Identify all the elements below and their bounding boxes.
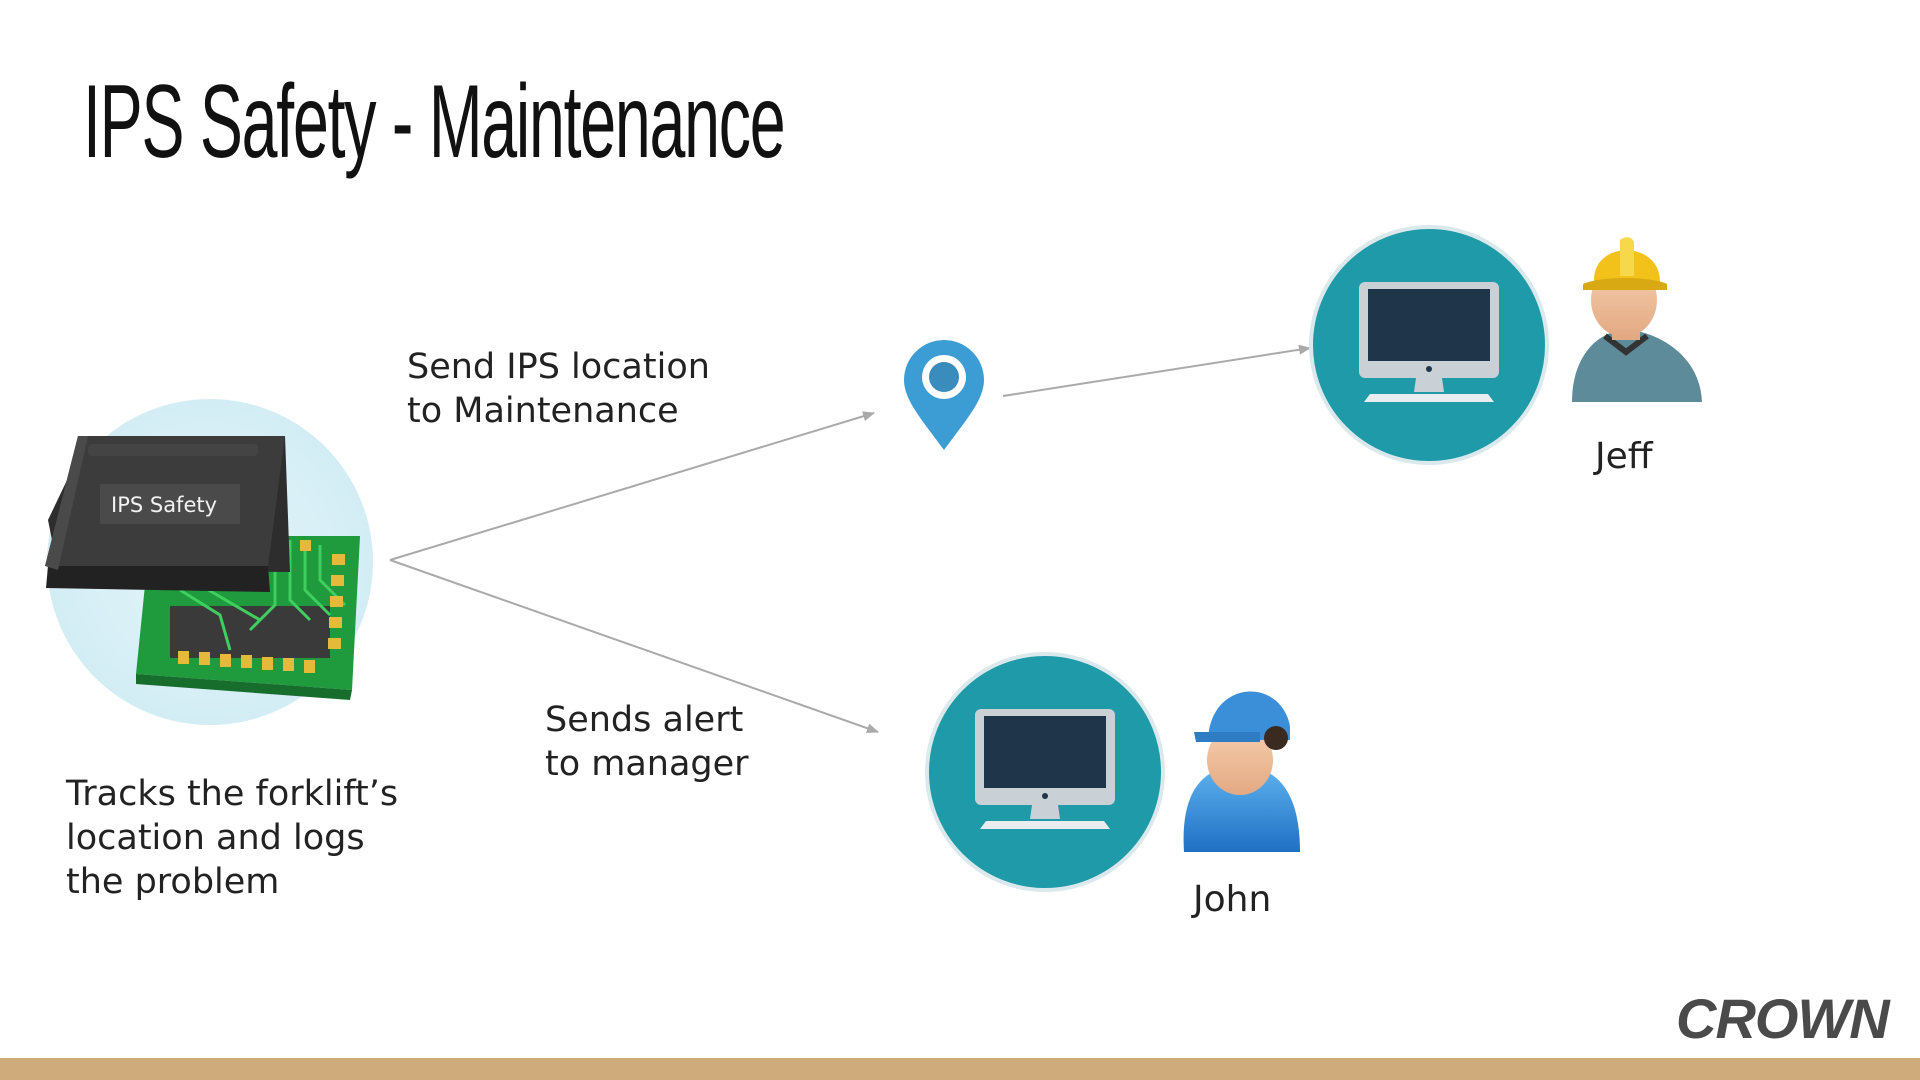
location-pin-icon [904, 340, 984, 450]
caption-send-location: Send IPS location to Maintenance [407, 345, 710, 433]
caption-line: Sends alert [545, 700, 744, 740]
caption-send-alert: Sends alert to manager [545, 698, 749, 786]
slide-title: IPS Safety - Maintenance [83, 64, 786, 180]
arrow-to-location-pin [389, 411, 875, 561]
caption-line: location and logs [66, 818, 365, 858]
name-john: John [1193, 879, 1272, 920]
construction-worker-icon [1572, 237, 1702, 402]
chip-label: IPS Safety [111, 493, 217, 517]
ips-safety-chip-icon: IPS Safety [45, 399, 373, 725]
arrow-to-manager [389, 559, 879, 734]
manager-avatar-icon [1183, 691, 1300, 852]
caption-line: Send IPS location [407, 347, 710, 387]
manager-desktop-computer-icon [925, 652, 1165, 892]
crown-logo: CROWN [1676, 987, 1892, 1050]
arrow-to-maintenance [1002, 344, 1311, 397]
caption-tracks-forklift: Tracks the forklift’s location and logs … [66, 772, 398, 904]
maintenance-desktop-computer-icon [1309, 225, 1549, 465]
bottom-accent-bar [0, 1058, 1920, 1080]
crown-logo-text: CROWN [1676, 987, 1891, 1050]
name-jeff: Jeff [1595, 436, 1653, 477]
caption-line: to Maintenance [407, 391, 679, 431]
caption-line: Tracks the forklift’s [66, 774, 399, 814]
caption-line: to manager [545, 744, 749, 784]
caption-line: the problem [66, 862, 280, 902]
